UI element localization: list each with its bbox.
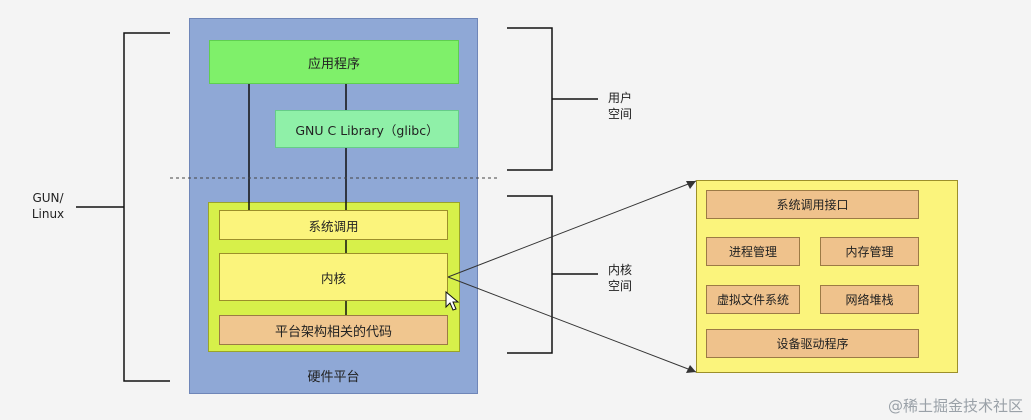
application-box: 应用程序	[209, 40, 459, 84]
cursor-icon	[445, 290, 460, 311]
process-management-box: 进程管理	[706, 237, 800, 266]
zoom-arrow-top	[686, 181, 696, 189]
kernel-box: 内核	[219, 253, 448, 301]
hardware-platform-label: 硬件平台	[307, 369, 360, 385]
glibc-box: GNU C Library（glibc）	[275, 110, 459, 148]
syscall-interface-box: 系统调用接口	[706, 190, 919, 219]
kernel-space-label: 内核 空间	[607, 263, 632, 293]
zoom-line-top	[447, 180, 697, 278]
watermark: @稀土掘金技术社区	[887, 397, 1023, 415]
memory-management-box: 内存管理	[820, 237, 919, 266]
zoom-arrow-bottom	[686, 365, 696, 373]
system-call-box: 系统调用	[219, 210, 448, 240]
user-space-label: 用户 空间	[607, 91, 632, 121]
user-space-bracket	[507, 27, 553, 171]
gnu-linux-label: GUN/ Linux	[31, 191, 65, 221]
network-stack-box: 网络堆栈	[820, 285, 919, 314]
arch-code-box: 平台架构相关的代码	[219, 315, 448, 345]
zoom-line-bottom	[447, 276, 697, 373]
kernel-space-bracket	[507, 195, 553, 354]
vfs-box: 虚拟文件系统	[706, 285, 800, 314]
gnu-linux-bracket	[123, 32, 170, 382]
device-drivers-box: 设备驱动程序	[706, 329, 919, 358]
